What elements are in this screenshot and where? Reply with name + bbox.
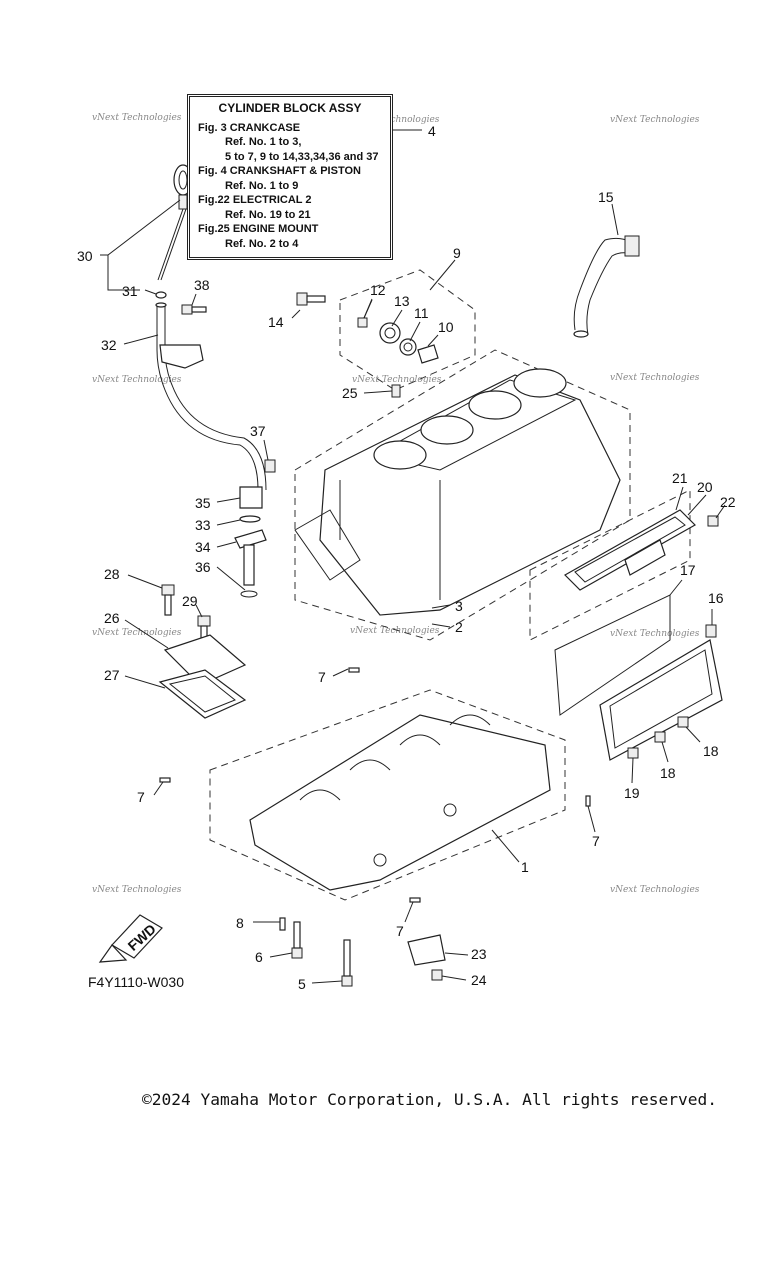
callout-14: 14 (268, 314, 284, 330)
dipstick-assembly (155, 164, 267, 491)
callout-38: 38 (194, 277, 210, 293)
callout-23: 23 (471, 946, 487, 962)
callout-26: 26 (104, 610, 120, 626)
callout-25: 25 (342, 385, 358, 401)
callout-7-top: 7 (318, 669, 326, 685)
watermark: vNext Technologies (350, 115, 440, 125)
watermark: vNext Technologies (610, 885, 700, 895)
leader-lines (100, 129, 726, 984)
copyright-notice: ©2024 Yamaha Motor Corporation, U.S.A. A… (142, 1090, 717, 1109)
cover-plates-and-bolts (158, 584, 247, 719)
callout-17: 17 (680, 562, 696, 578)
watermark: vNext Technologies (92, 628, 182, 638)
legend-title: CYLINDER BLOCK ASSY (218, 101, 362, 115)
bolt-38 (181, 304, 207, 315)
callout-4: 4 (428, 123, 436, 139)
watermark: vNext Technologies (350, 626, 440, 636)
legend-fig-3-ref-1: Ref. No. 1 to 3, (225, 136, 302, 148)
callout-22: 22 (720, 494, 736, 510)
callout-13: 13 (394, 293, 410, 309)
reference-legend-box: CYLINDER BLOCK ASSY Fig. 3 CRANKCASE Ref… (187, 94, 393, 260)
callout-7-bottom: 7 (396, 923, 404, 939)
callout-3: 3 (455, 598, 463, 614)
callout-7-left: 7 (137, 789, 145, 805)
legend-fig-3-ref-2: 5 to 7, 9 to 14,33,34,36 and 37 (225, 150, 379, 163)
callout-15: 15 (598, 189, 614, 205)
callout-18-mid: 18 (660, 765, 676, 781)
exhaust-cover-16-17 (554, 594, 723, 761)
side-cover-20-21 (564, 509, 719, 591)
watermark: vNext Technologies (92, 375, 182, 385)
head-bolt-and-seals (296, 292, 439, 364)
watermark: vNext Technologies (92, 885, 182, 895)
callout-16: 16 (708, 590, 724, 606)
callout-9: 9 (453, 245, 461, 261)
dowels-and-bolts (159, 667, 591, 987)
oil-pipe-lower-parts (234, 459, 276, 598)
callout-31: 31 (122, 283, 138, 299)
callout-35: 35 (195, 495, 211, 511)
legend-fig-4-ref: Ref. No. 1 to 9 (225, 179, 299, 192)
callout-5: 5 (298, 976, 306, 992)
callout-1: 1 (521, 859, 529, 875)
watermark: vNext Technologies (92, 113, 182, 123)
callout-21: 21 (672, 470, 688, 486)
callout-19: 19 (624, 785, 640, 801)
legend-fig-25-ref: Ref. No. 2 to 4 (225, 237, 299, 250)
bracket-23 (407, 934, 446, 981)
legend-fig-22: Fig.22 ELECTRICAL 2 (198, 194, 312, 206)
callout-8: 8 (236, 915, 244, 931)
watermark: vNext Technologies (610, 115, 700, 125)
callout-36: 36 (195, 559, 211, 575)
legend-fig-4: Fig. 4 CRANKSHAFT & PISTON (198, 165, 361, 177)
watermarks: vNext Technologies vNext Technologies vN… (92, 113, 700, 895)
watermark: vNext Technologies (610, 629, 700, 639)
dashed-group-outlines (209, 269, 691, 901)
watermark: vNext Technologies (352, 375, 442, 385)
callout-27: 27 (104, 667, 120, 683)
callout-6: 6 (255, 949, 263, 965)
callout-37: 37 (250, 423, 266, 439)
watermark: vNext Technologies (610, 373, 700, 383)
legend-fig-22-ref: Ref. No. 19 to 21 (225, 208, 311, 221)
callout-10: 10 (438, 319, 454, 335)
cylinder-block (294, 368, 621, 616)
crankcase (249, 714, 551, 891)
callout-30: 30 (77, 248, 93, 264)
callout-34: 34 (195, 539, 211, 555)
callout-18-right: 18 (703, 743, 719, 759)
figure-code: F4Y1110-W030 (88, 974, 184, 990)
callout-20: 20 (697, 479, 713, 495)
callout-24: 24 (471, 972, 487, 988)
callout-11: 11 (414, 305, 429, 321)
fwd-arrow-icon: FWD (98, 914, 163, 963)
callout-28: 28 (104, 566, 120, 582)
callout-2: 2 (455, 619, 463, 635)
legend-fig-3: Fig. 3 CRANKCASE (198, 121, 301, 134)
legend-fig-25: Fig.25 ENGINE MOUNT (198, 223, 319, 235)
callout-29: 29 (182, 593, 198, 609)
callout-32: 32 (101, 337, 117, 353)
hose-15 (573, 235, 640, 338)
callout-12: 12 (370, 282, 386, 298)
callout-7-right: 7 (592, 833, 600, 849)
callout-numbers: 4 30 31 32 38 14 12 13 11 10 9 15 25 37 … (77, 123, 736, 992)
callout-33: 33 (195, 517, 211, 533)
